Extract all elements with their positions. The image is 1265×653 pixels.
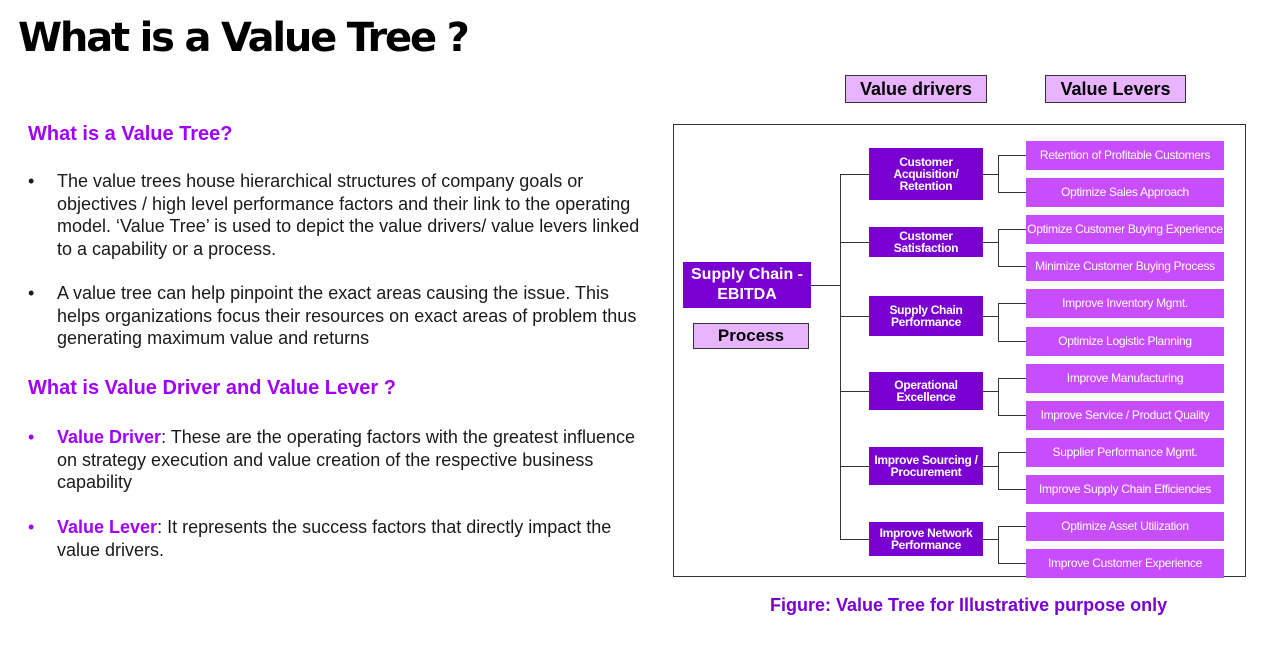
connector-line <box>998 526 999 564</box>
connector-line <box>998 526 1026 527</box>
connector-line <box>998 303 1026 304</box>
value-lever-node: Supplier Performance Mgmt. <box>1026 438 1224 467</box>
definition-body: : It represents the success factors that… <box>57 517 612 560</box>
connector-line <box>840 539 869 540</box>
bullet-text: A value tree can help pinpoint the exact… <box>57 283 637 348</box>
bullet-item: • The value trees house hierarchical str… <box>28 170 648 262</box>
bullet-dot: • <box>28 517 35 537</box>
connector-line <box>840 174 869 175</box>
page-title: What is a Value Tree ? <box>18 15 470 61</box>
value-driver-node: Improve Sourcing / Procurement <box>869 447 983 485</box>
value-lever-node: Improve Customer Experience <box>1026 549 1224 578</box>
value-driver-node: Customer Satisfaction <box>869 227 983 257</box>
connector-line <box>998 303 999 342</box>
value-driver-label: Improve Network Performance <box>879 526 973 552</box>
connector-line <box>840 316 869 317</box>
value-driver-label: Operational Excellence <box>894 378 958 404</box>
value-driver-node: Supply Chain Performance <box>869 296 983 336</box>
value-lever-node: Retention of Profitable Customers <box>1026 141 1224 170</box>
connector-line <box>998 415 1026 416</box>
bullet-dot: • <box>28 283 35 303</box>
definition-text: Value Lever: It represents the success f… <box>57 516 647 561</box>
connector-line <box>983 316 998 317</box>
value-lever-node: Optimize Logistic Planning <box>1026 327 1224 356</box>
header-value-levers: Value Levers <box>1045 75 1186 103</box>
value-lever-node: Optimize Asset Utilization <box>1026 512 1224 541</box>
bullet-dot: • <box>28 171 35 191</box>
definition-term: Value Lever <box>57 517 158 537</box>
bullet-text: The value trees house hierarchical struc… <box>57 171 640 259</box>
connector-line <box>840 466 869 467</box>
connector-line <box>811 285 840 286</box>
root-node-label: Supply Chain - EBITDA <box>691 266 803 303</box>
connector-line <box>998 489 1026 490</box>
connector-line <box>983 539 998 540</box>
connector-line <box>998 452 1026 453</box>
value-driver-label: Supply Chain Performance <box>889 303 963 329</box>
bullet-item: • A value tree can help pinpoint the exa… <box>28 282 648 352</box>
definition-item: • Value Lever: It represents the success… <box>28 516 648 564</box>
process-badge: Process <box>693 323 809 349</box>
section-heading-driver-lever: What is Value Driver and Value Lever ? <box>28 377 396 399</box>
figure-caption: Figure: Value Tree for Illustrative purp… <box>770 595 1168 615</box>
connector-line <box>983 391 998 392</box>
header-value-drivers: Value drivers <box>845 75 987 103</box>
value-lever-node: Improve Supply Chain Efficiencies <box>1026 475 1224 504</box>
value-driver-label: Improve Sourcing / Procurement <box>874 453 978 479</box>
value-lever-node: Improve Service / Product Quality <box>1026 401 1224 430</box>
value-lever-node: Optimize Customer Buying Experience <box>1026 215 1224 244</box>
connector-line <box>983 466 998 467</box>
connector-line <box>840 391 869 392</box>
root-node: Supply Chain - EBITDA <box>683 262 811 308</box>
connector-line <box>998 155 1026 156</box>
connector-line <box>998 341 1026 342</box>
definition-body: : These are the operating factors with t… <box>57 427 636 492</box>
bullet-dot: • <box>28 427 35 447</box>
connector-line <box>998 155 999 193</box>
value-lever-node: Improve Inventory Mgmt. <box>1026 289 1224 318</box>
connector-line <box>983 174 998 175</box>
connector-line <box>998 192 1026 193</box>
connector-line <box>840 174 841 539</box>
connector-line <box>998 229 999 267</box>
value-driver-node: Operational Excellence <box>869 372 983 410</box>
value-lever-node: Minimize Customer Buying Process <box>1026 252 1224 281</box>
connector-line <box>998 452 999 490</box>
definition-term: Value Driver <box>57 427 162 447</box>
diagram-frame <box>673 124 1246 577</box>
connector-line <box>998 378 999 416</box>
connector-line <box>840 242 869 243</box>
connector-line <box>998 266 1026 267</box>
connector-line <box>998 378 1026 379</box>
value-driver-node: Customer Acquisition/ Retention <box>869 148 983 200</box>
value-driver-label: Customer Acquisition/ Retention <box>893 155 959 193</box>
section-heading-value-tree: What is a Value Tree? <box>28 123 233 145</box>
value-lever-node: Improve Manufacturing <box>1026 364 1224 393</box>
value-driver-label: Customer Satisfaction <box>893 229 959 255</box>
value-driver-node: Improve Network Performance <box>869 522 983 556</box>
connector-line <box>998 563 1026 564</box>
connector-line <box>998 229 1026 230</box>
definition-item: • Value Driver: These are the operating … <box>28 426 648 496</box>
definition-text: Value Driver: These are the operating fa… <box>57 426 647 494</box>
connector-line <box>983 242 998 243</box>
value-lever-node: Optimize Sales Approach <box>1026 178 1224 207</box>
